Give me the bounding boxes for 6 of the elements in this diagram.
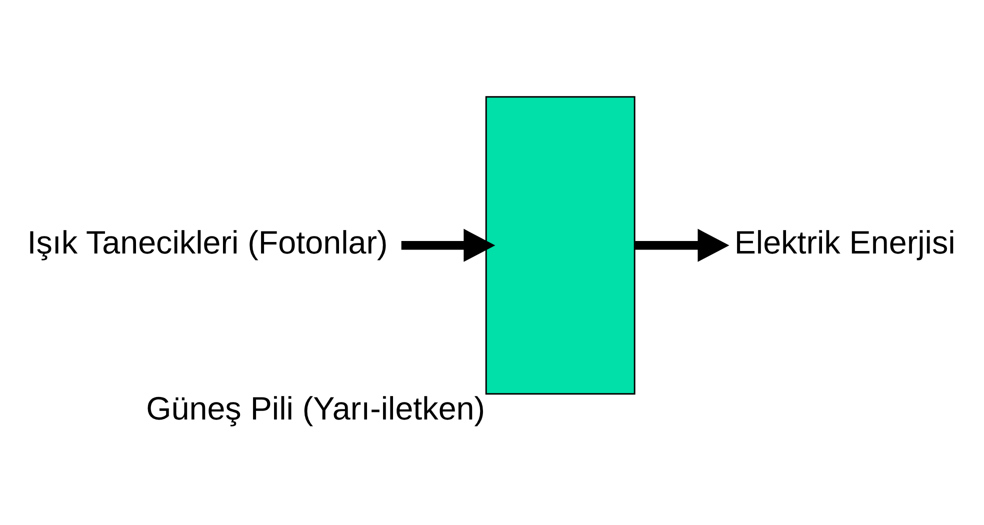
arrow — [401, 228, 496, 262]
node-text: Elektrik Enerjisi — [734, 224, 956, 260]
node-text: Işık Tanecikleri (Fotonlar) — [27, 224, 388, 260]
node-label: Güneş Pili (Yarı-iletken) — [146, 390, 486, 426]
node-box — [485, 96, 636, 394]
arrow — [635, 228, 730, 262]
